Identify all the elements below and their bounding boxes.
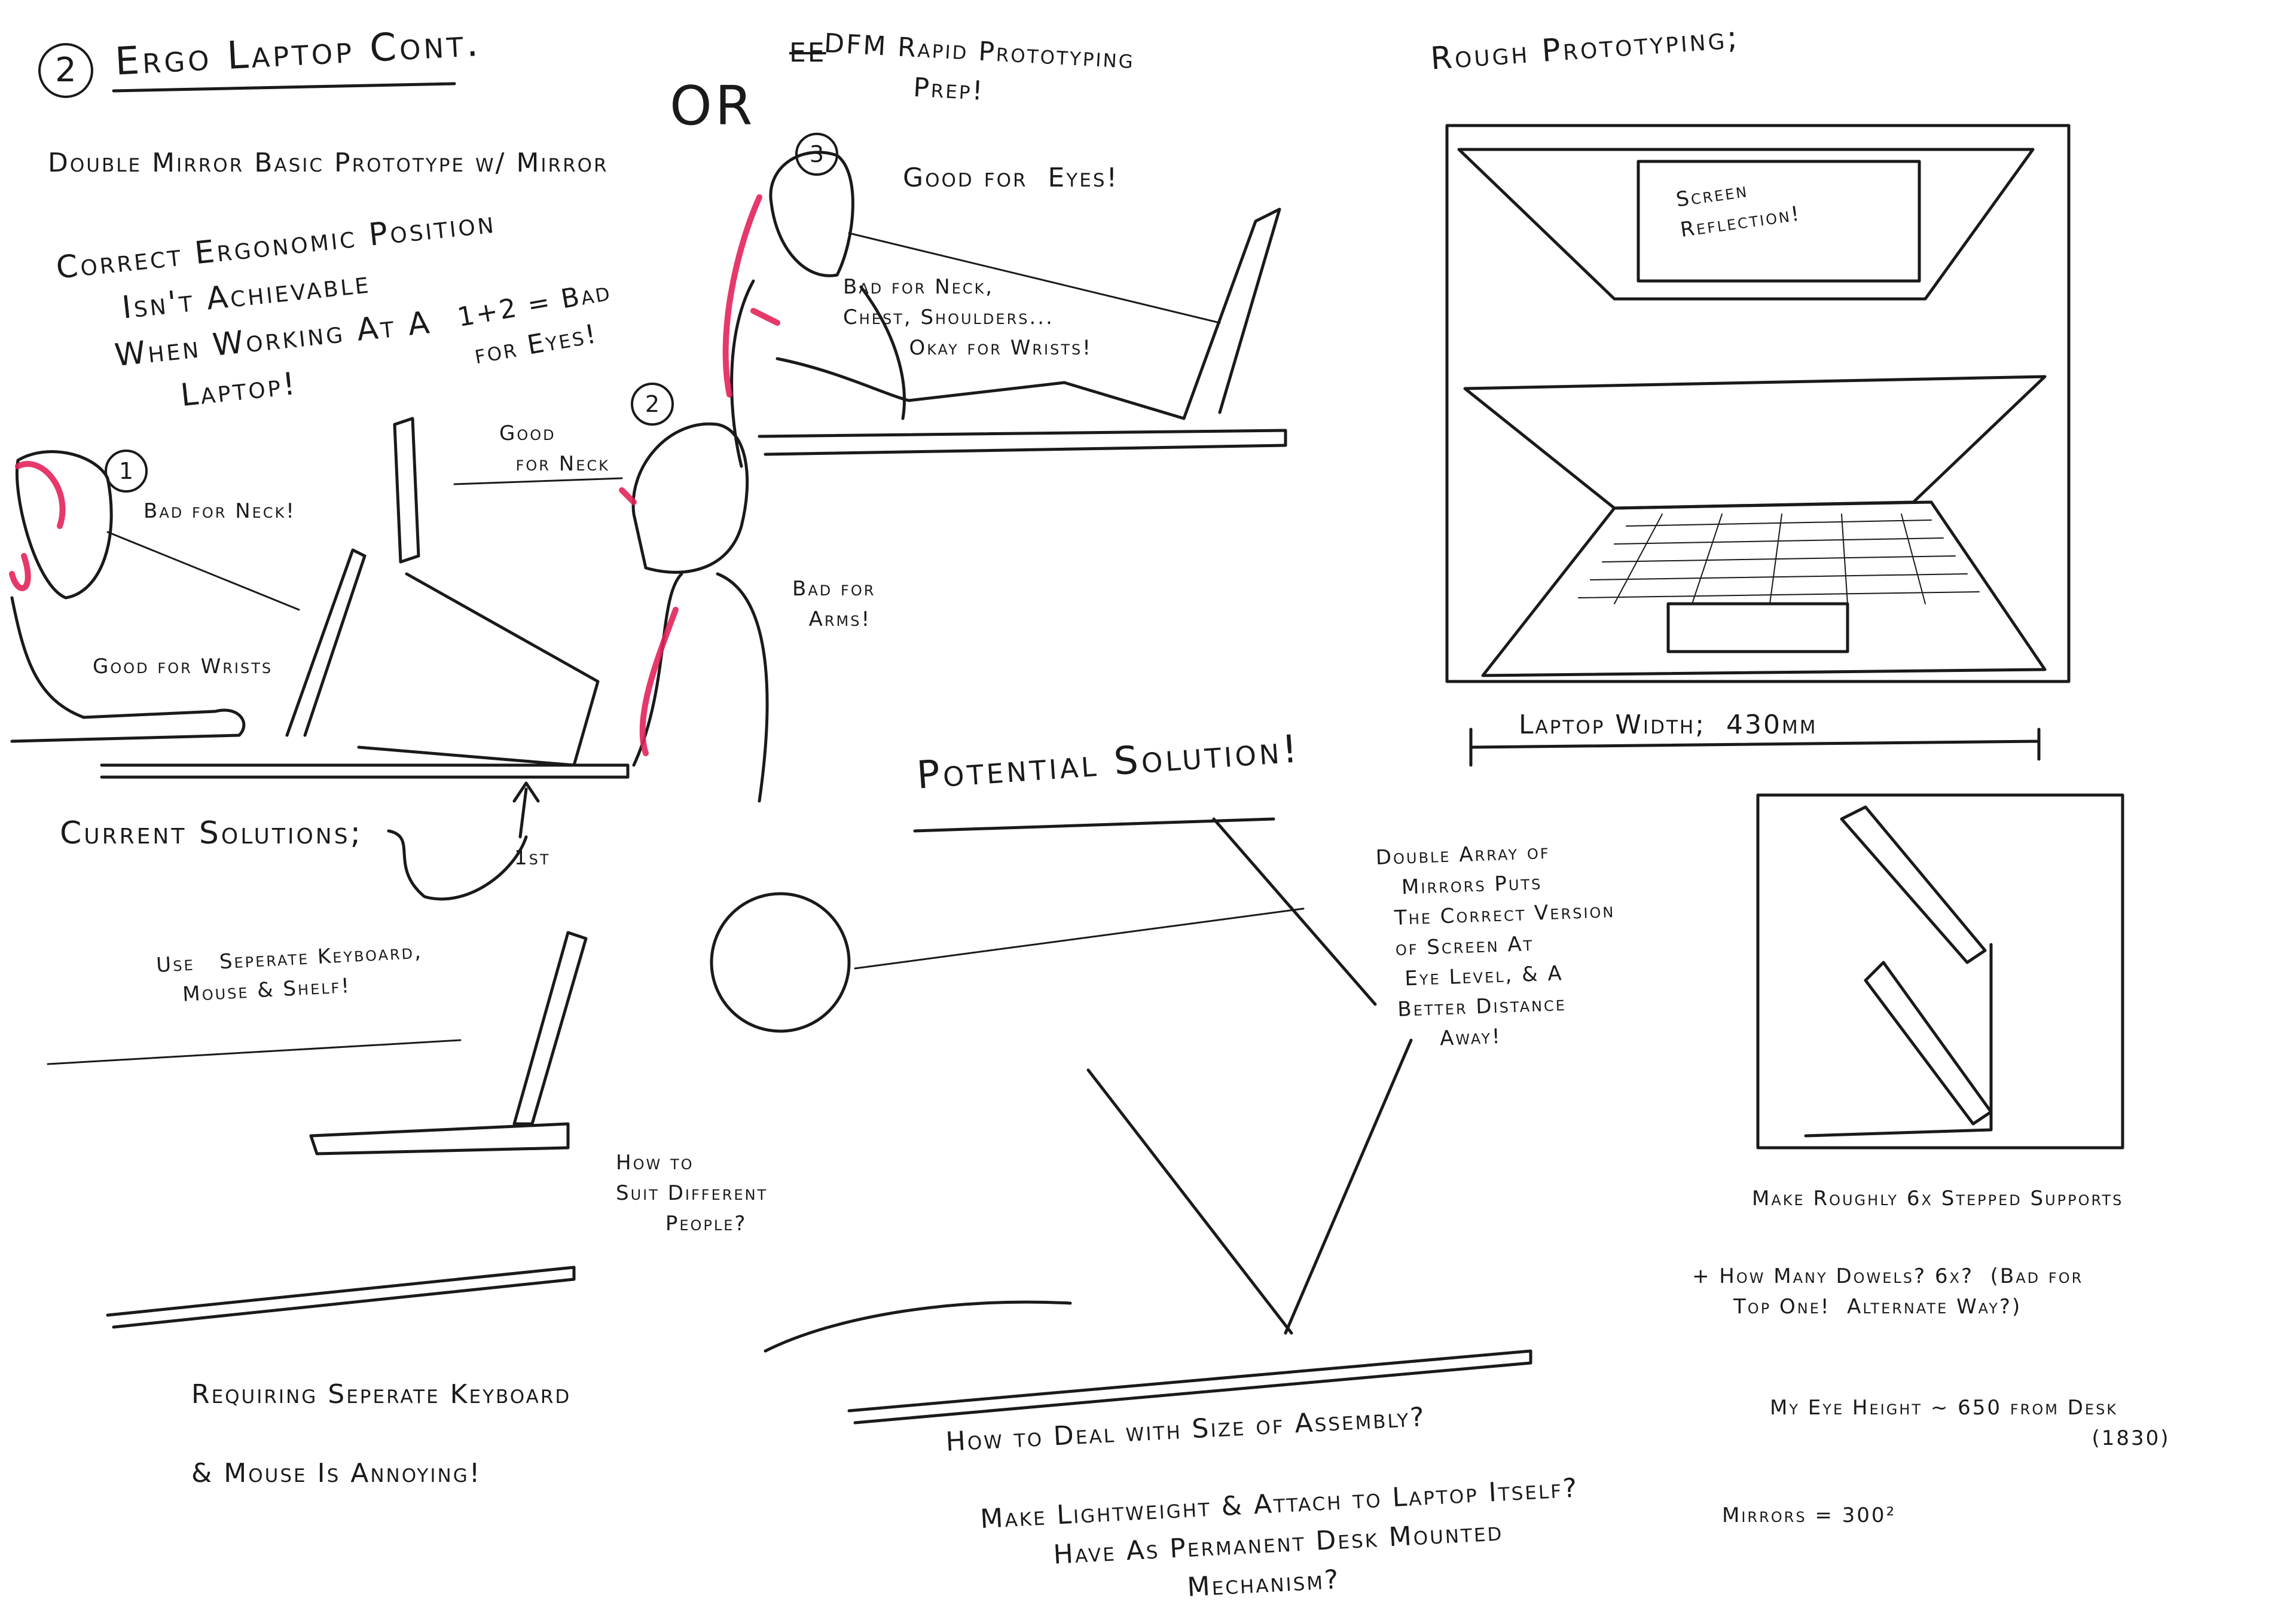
- screen-reflection-box: [1636, 160, 1921, 283]
- lower-mirror-arm: [1086, 1038, 1413, 1335]
- width-dimension: [1469, 728, 2041, 767]
- laptop-base: [1481, 500, 2047, 677]
- dfm-strike: EE: [789, 38, 826, 68]
- solution-arm: [764, 1300, 1072, 1353]
- solution-sightline: [854, 907, 1305, 970]
- pose2-number: 2: [631, 383, 674, 426]
- support-upper: [1840, 805, 1987, 964]
- pose1-wrists-note: Good for Wrists: [93, 655, 273, 678]
- laptop-trackpad: [1666, 602, 1849, 653]
- pose2-strain-marks: [619, 487, 679, 756]
- shelf: [309, 1122, 570, 1156]
- or-label: OR: [670, 75, 756, 137]
- support-leg: [1804, 943, 1993, 1138]
- laptop-width-label: Laptop Width; 430mm: [1519, 710, 1818, 740]
- pose3-arm: [775, 357, 1186, 420]
- dowels-note: + How Many Dowels? 6x? (Bad for Top One!…: [1692, 1264, 2084, 1319]
- keyboard-grid: [1578, 514, 1980, 604]
- page-number: 2: [38, 43, 93, 98]
- eye-height-note: My Eye Height ~ 650 from Desk (1830): [1770, 1396, 2170, 1450]
- user-head: [710, 892, 851, 1033]
- pose3-eyes-note: Good for Eyes!: [903, 163, 1119, 193]
- pose3-number: 3: [795, 133, 838, 176]
- pose1-sightline: [106, 531, 300, 611]
- pose1-neck-note: Bad for Neck!: [144, 499, 296, 523]
- pose3-sightline: [848, 232, 1221, 324]
- pose1-arm: [10, 596, 246, 743]
- current-solutions-heading: Current Solutions;: [60, 815, 364, 851]
- page-subtitle: Double Mirror Basic Prototype w/ Mirror: [48, 148, 609, 178]
- pose2-stand: [357, 572, 600, 767]
- pose1-head: [15, 450, 113, 600]
- keyboard-tray: [106, 1266, 576, 1329]
- suit-note: How to Suit Different People?: [616, 1151, 768, 1236]
- annoying-note: Requiring Seperate Keyboard & Mouse Is A…: [191, 1379, 572, 1488]
- pose2-sightline: [453, 477, 623, 485]
- title-underline: [112, 82, 456, 93]
- pose2-body: [632, 572, 769, 803]
- mirrors-note: Mirrors = 300²: [1722, 1503, 1897, 1527]
- upper-mirror: [1457, 148, 2035, 301]
- pose2-laptop-screen: [393, 417, 420, 564]
- pose1-laptop: [285, 548, 367, 737]
- pose3-strain-marks: [722, 194, 780, 398]
- pose2-neck-note: Good for Neck: [499, 421, 610, 476]
- pose3-body: [730, 279, 906, 468]
- potential-solution-description: Double Array of Mirrors Puts The Correct…: [1375, 839, 1616, 1053]
- pose2-head: [631, 422, 749, 574]
- desk-left: [100, 763, 630, 779]
- pose3-head: [769, 151, 854, 277]
- solution-desk: [847, 1349, 1532, 1425]
- pose2-arms-note: Bad for Arms!: [792, 577, 876, 631]
- first-arrow: [387, 781, 540, 901]
- pose3-body-note: Bad for Neck, Chest, Shoulders... Okay f…: [843, 275, 1092, 360]
- first-label: 1st: [514, 846, 551, 870]
- upper-mirror-arm: [1212, 817, 1377, 1006]
- desk-right: [758, 429, 1287, 456]
- stepped-supports-note: Make Roughly 6x Stepped Supports: [1752, 1187, 2124, 1211]
- support-lower: [1864, 961, 1993, 1126]
- lower-mirror: [1463, 375, 2047, 510]
- pose1-strain-marks: [9, 461, 66, 591]
- pose1-number: 1: [105, 450, 148, 493]
- pose3-laptop: [1182, 207, 1281, 420]
- supports-box: [1756, 793, 2124, 1150]
- shelf-laptop-screen: [512, 931, 588, 1126]
- keyboard-sightline: [47, 1039, 462, 1065]
- dfm-note: DFM Rapid Prototyping Prep!: [821, 27, 1136, 107]
- assembly-questions: How to Deal with Size of Assembly? Make …: [945, 1401, 1580, 1615]
- prototype-frame: [1445, 124, 2071, 683]
